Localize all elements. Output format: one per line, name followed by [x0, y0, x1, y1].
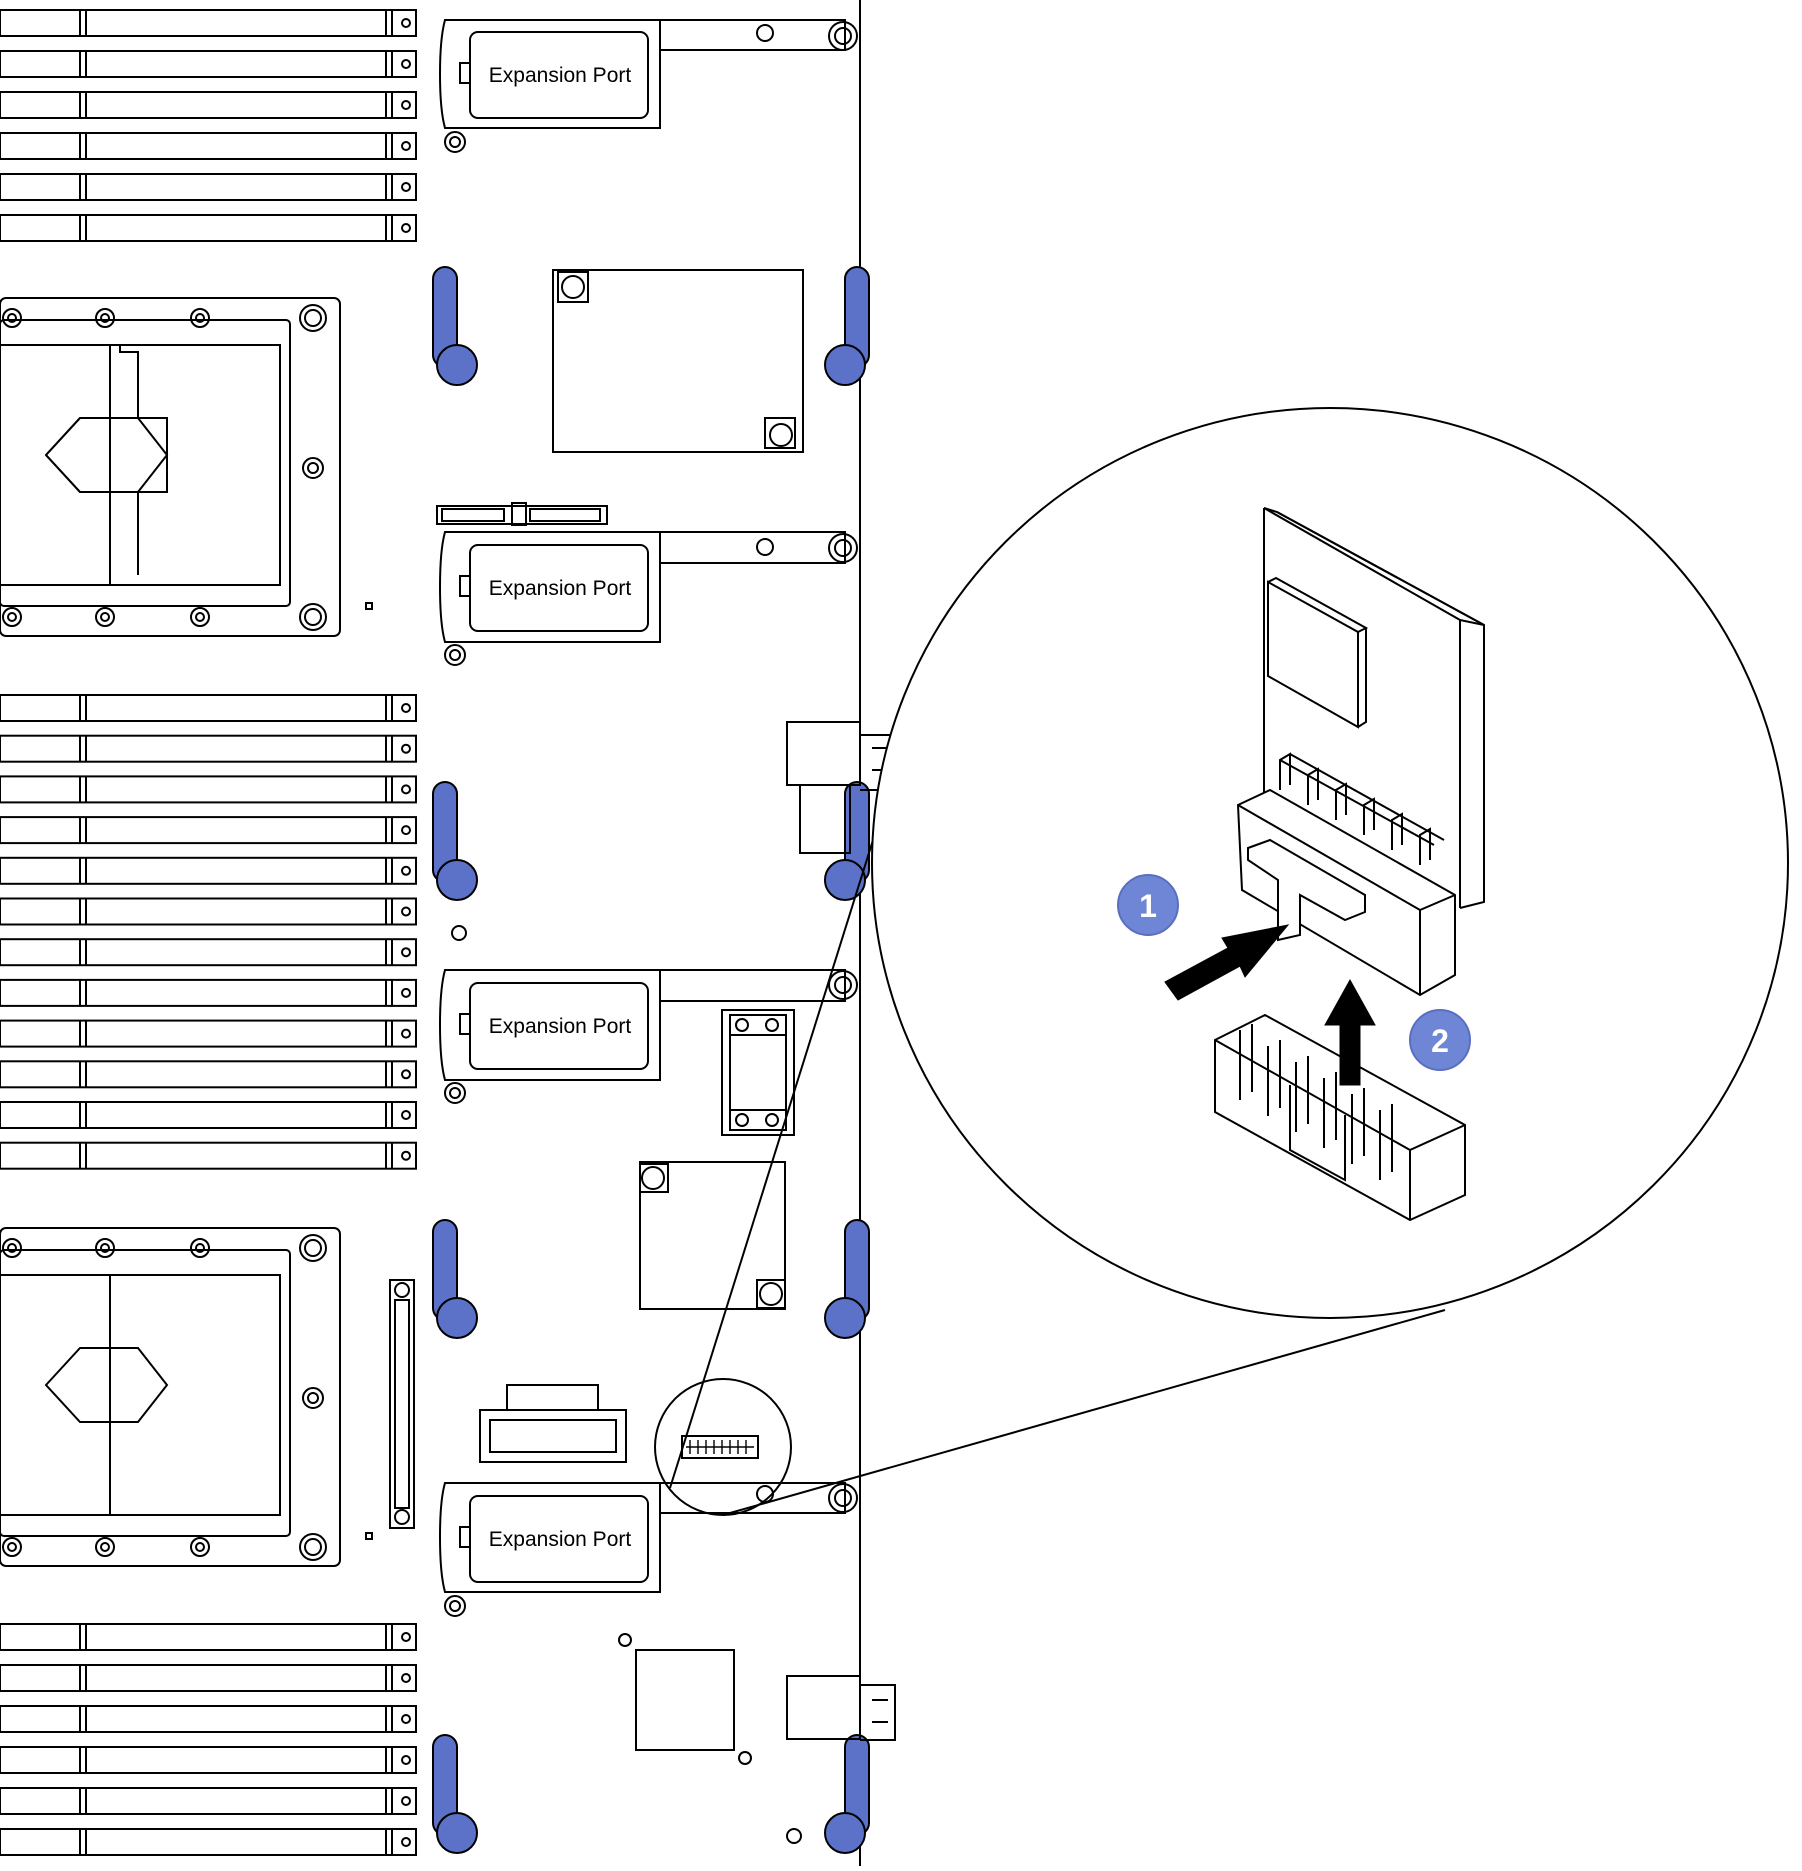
- latch-left-2: [432, 781, 478, 901]
- dimm-slot: [0, 856, 417, 885]
- vertical-slot: [389, 1279, 415, 1529]
- small-connector-pad: [721, 1009, 795, 1136]
- m2-connector: [436, 502, 608, 526]
- processor-socket-2: [0, 1227, 373, 1567]
- expansion-port-1: Expansion Port: [438, 19, 858, 153]
- arrow-push-latch: [1164, 924, 1290, 1001]
- dimm-slot: [0, 816, 417, 845]
- expansion-port-label: Expansion Port: [489, 1015, 632, 1038]
- chip-module-top: [552, 269, 804, 453]
- dimm-slot: [0, 91, 417, 119]
- detail-board-card: [1263, 507, 1485, 909]
- latch-right-4: [824, 1734, 870, 1854]
- dimm-slot: [0, 1623, 417, 1651]
- dimm-slots-bottom: [0, 1623, 417, 1856]
- dimm-slot: [0, 1746, 417, 1774]
- connector-right-middle: [451, 721, 896, 941]
- latch-right-1: [824, 266, 870, 386]
- dimm-slot: [0, 897, 417, 926]
- latch-right-2: [824, 781, 870, 901]
- dimm-slot: [0, 1141, 417, 1170]
- dimm-slot: [0, 132, 417, 160]
- dimm-slot: [0, 1705, 417, 1733]
- callout-1: 1: [1117, 874, 1179, 936]
- dimm-slots-middle: [0, 694, 417, 1170]
- callout-1-number: 1: [1139, 888, 1157, 924]
- dimm-slot: [0, 938, 417, 967]
- latch-left-3: [432, 1219, 478, 1339]
- dimm-slot: [0, 1060, 417, 1089]
- dimm-slot: [0, 50, 417, 78]
- dimm-slots-top: [0, 9, 417, 242]
- latch-left-4: [432, 1734, 478, 1854]
- connector-right-bottom: [786, 1675, 896, 1741]
- dimm-slot: [0, 1101, 417, 1129]
- dimm-slot: [0, 694, 417, 722]
- dimm-slot: [0, 978, 417, 1007]
- detail-board-header: [1214, 1013, 1466, 1222]
- dimm-slot: [0, 1787, 417, 1815]
- latch-left-1: [432, 266, 478, 386]
- dimm-slot: [0, 734, 417, 763]
- callout-2: 2: [1409, 1009, 1471, 1071]
- expansion-port-label: Expansion Port: [489, 1528, 632, 1551]
- dimm-slot: [0, 1828, 417, 1856]
- dimm-slot: [0, 1664, 417, 1692]
- dimm-slot: [0, 214, 417, 242]
- processor-socket-1: [0, 297, 373, 637]
- chip-module-middle: [639, 1161, 786, 1310]
- zoom-indicator: [654, 737, 1446, 1516]
- expansion-port-2: Expansion Port: [438, 531, 858, 666]
- dimm-slot: [0, 9, 417, 37]
- expansion-port-3: Expansion Port: [438, 969, 858, 1104]
- expansion-port-label: Expansion Port: [489, 64, 632, 87]
- blue-latches: [432, 266, 870, 1854]
- tray-connector: [479, 1384, 627, 1463]
- detail-cable-connector: [1236, 752, 1456, 997]
- chip-module-bottom: [618, 1633, 802, 1844]
- callout-2-number: 2: [1431, 1023, 1449, 1059]
- expansion-port-label: Expansion Port: [489, 577, 632, 600]
- tpm-connector-small: [681, 1435, 759, 1459]
- dimm-slot: [0, 173, 417, 201]
- expansion-port-4: Expansion Port: [438, 1482, 858, 1617]
- dimm-slot: [0, 1019, 417, 1048]
- arrow-pull-up: [1324, 978, 1376, 1086]
- dimm-slot: [0, 775, 417, 804]
- latch-right-3: [824, 1219, 870, 1339]
